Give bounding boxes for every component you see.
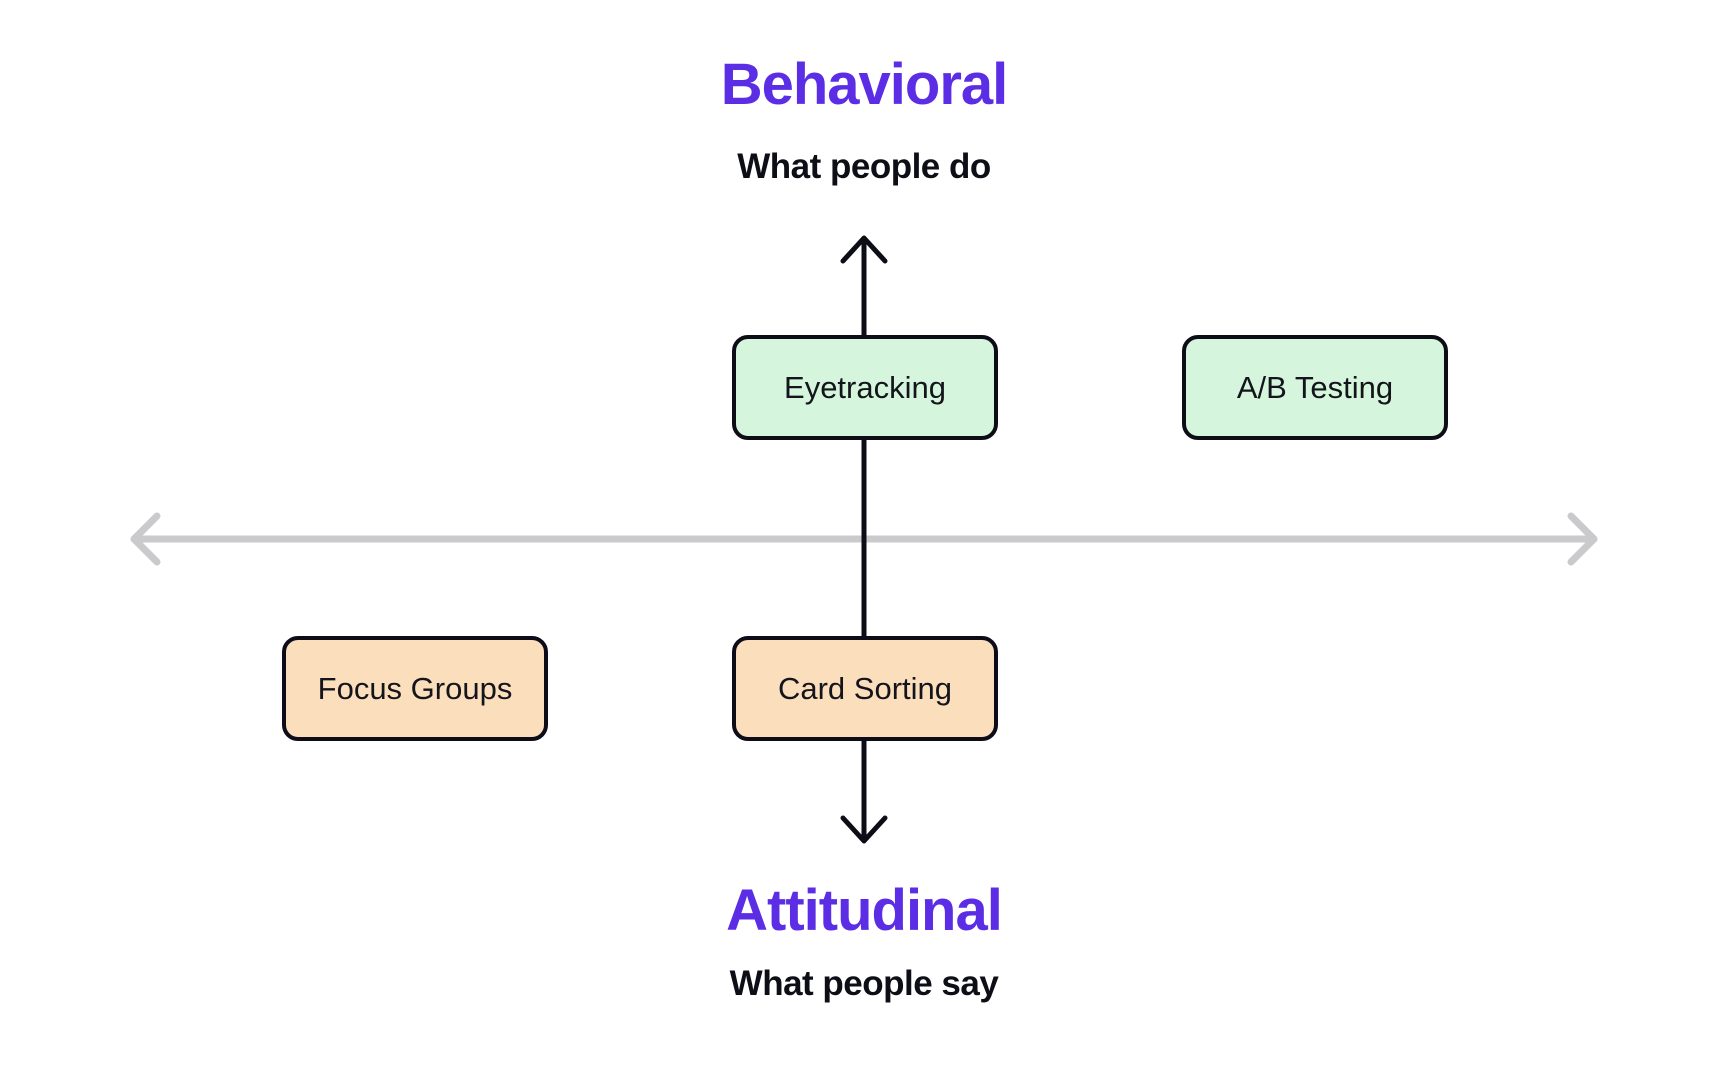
behavioral-axis-title: Behavioral <box>720 52 1009 117</box>
attitudinal-axis-title: Attitudinal <box>726 878 1003 943</box>
down-arrowhead-icon <box>840 815 888 844</box>
up-arrowhead-icon <box>840 235 888 264</box>
right-arrowhead-icon <box>1567 512 1598 566</box>
node-eyetracking: Eyetracking <box>732 335 998 440</box>
behavioral-axis-subtitle: What people do <box>737 147 991 186</box>
node-card-sorting: Card Sorting <box>732 636 998 741</box>
attitudinal-axis-subtitle: What people say <box>729 964 999 1003</box>
node-label: Card Sorting <box>777 670 953 706</box>
node-label: Focus Groups <box>317 670 513 706</box>
node-ab-testing: A/B Testing <box>1182 335 1448 440</box>
node-label: A/B Testing <box>1236 369 1394 405</box>
left-arrowhead-icon <box>130 512 161 566</box>
node-label: Eyetracking <box>784 369 946 405</box>
node-focus-groups: Focus Groups <box>282 636 548 741</box>
